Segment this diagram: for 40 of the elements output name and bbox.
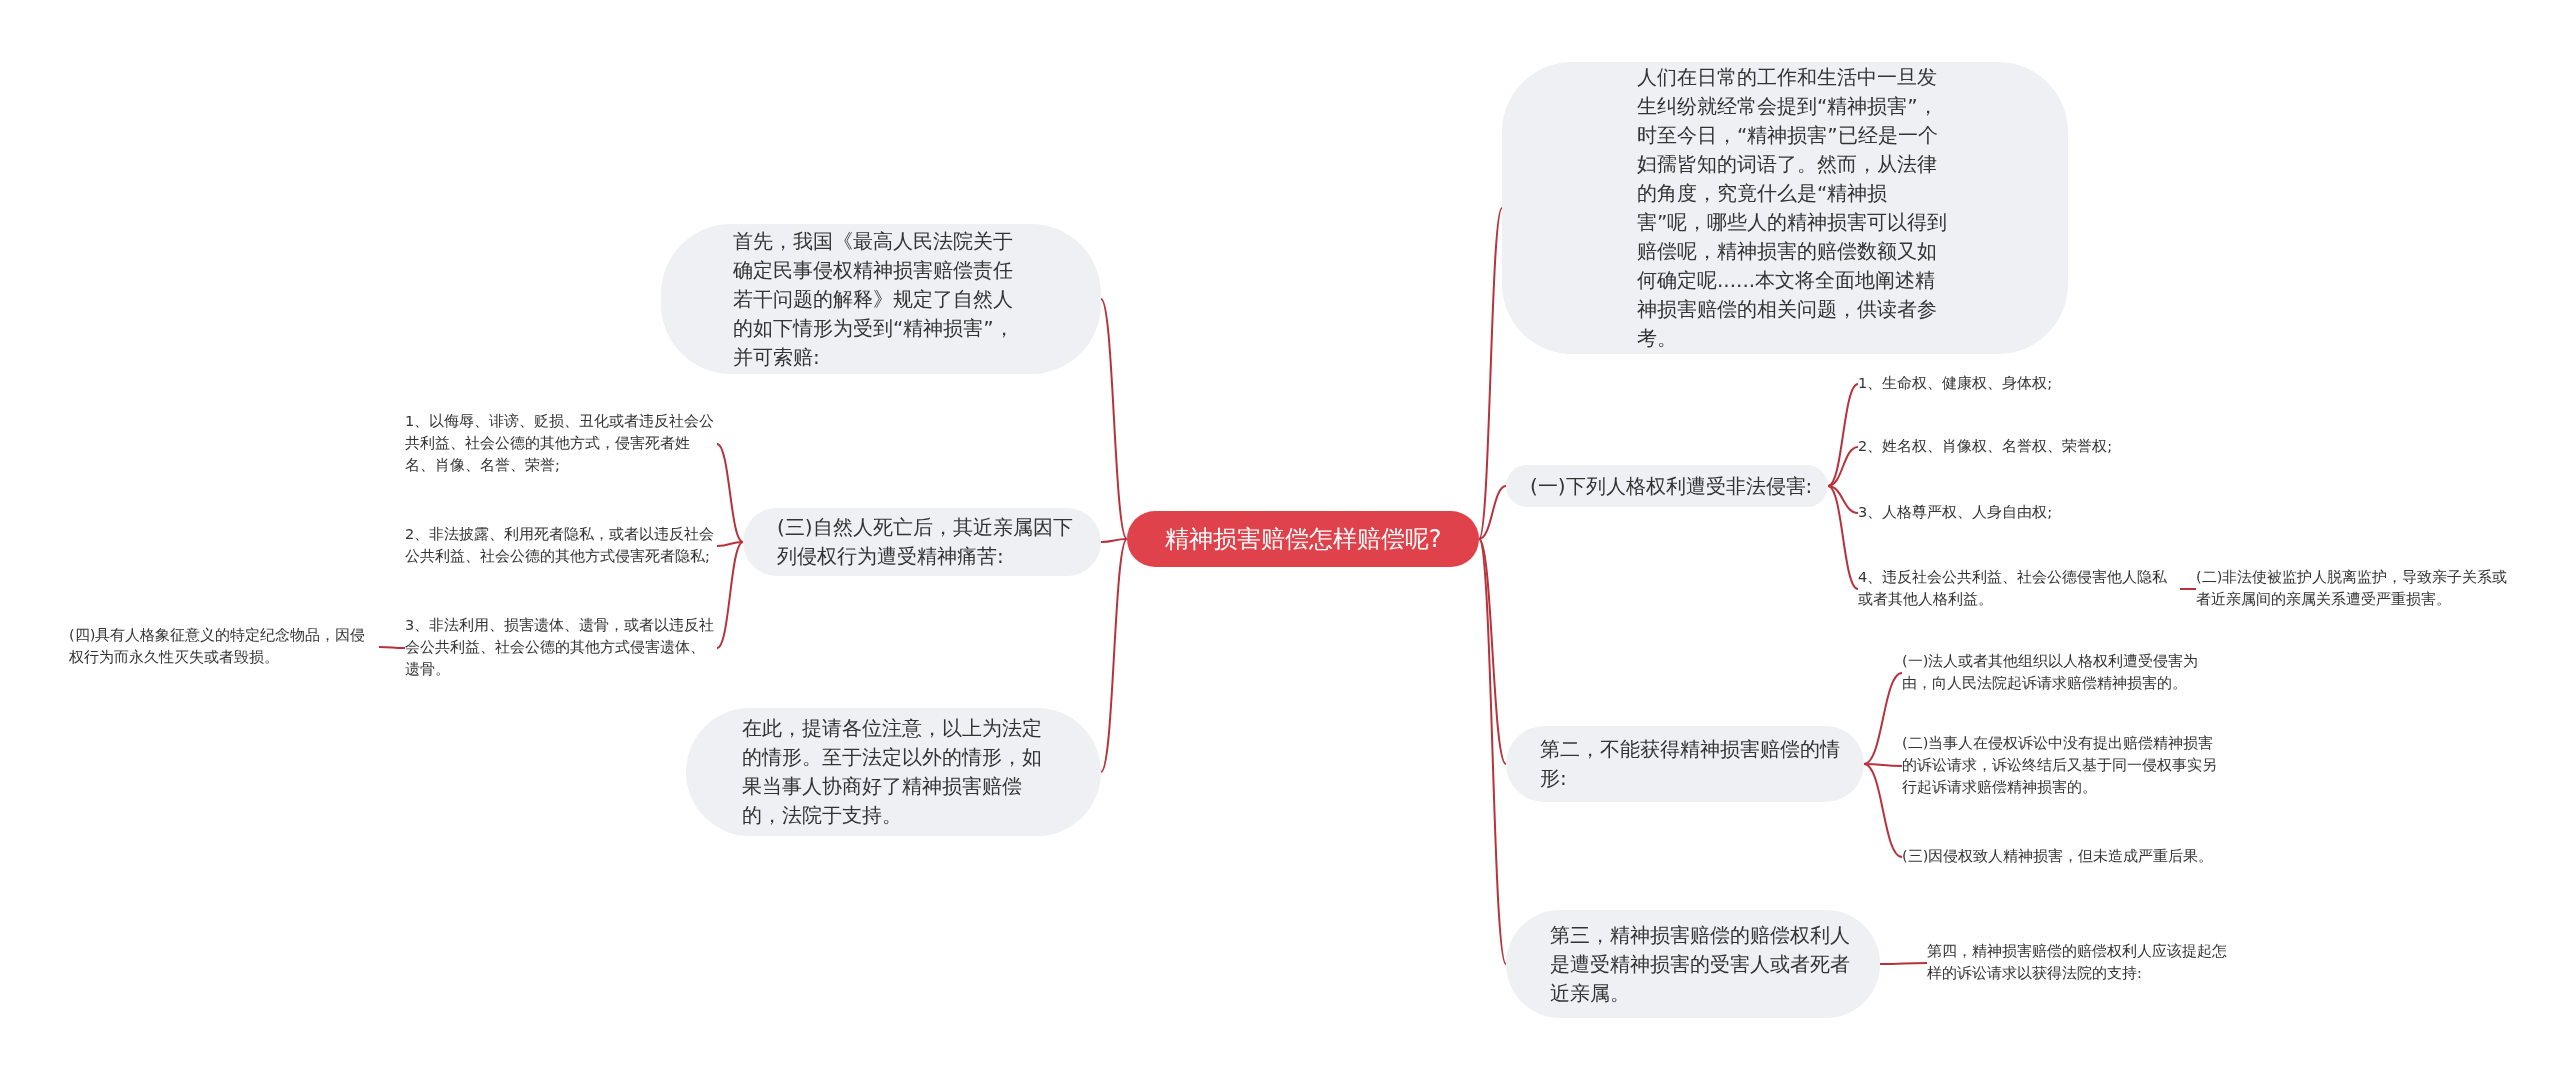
connector-line xyxy=(1863,672,1903,765)
connector-line xyxy=(716,541,744,547)
connector-line xyxy=(1879,962,1928,965)
connector-line xyxy=(1100,538,1128,773)
leaf-text: 第四，精神损害赔偿的赔偿权利人应该提起怎样的诉讼请求以获得法院的支持: xyxy=(1927,940,2237,986)
connector-line xyxy=(1827,383,1859,487)
connector-line xyxy=(1478,538,1507,965)
topic-pill: 人们在日常的工作和生活中一旦发生纠纷就经常会提到“精神损害”，时至今日，“精神损害”已经是一个妇孺皆知的词语了。然而，从法律的角度，究竟什么是“精神损害”呢，哪些人的精神损害可以得到赔偿呢，精神损害的赔偿数额又如何确定呢......本文将全面地阐述精神损害赔偿的相关问题，供读者参考。 xyxy=(1502,62,2068,354)
connector-line xyxy=(1100,298,1128,540)
leaf-text: (四)具有人格象征意义的特定纪念物品，因侵权行为而永久性灭失或者毁损。 xyxy=(69,624,379,670)
topic-pill: 第二，不能获得精神损害赔偿的情形: xyxy=(1506,726,1864,802)
connector-line xyxy=(716,443,744,543)
connector-line xyxy=(1863,763,1903,858)
connector-line xyxy=(716,541,744,649)
leaf-text: 2、姓名权、肖像权、名誉权、荣誉权; xyxy=(1858,432,2188,462)
topic-pill: 在此，提请各位注意，以上为法定的情形。至于法定以外的情形，如果当事人协商好了精神损害赔偿的，法院于支持。 xyxy=(686,708,1101,836)
connector-line xyxy=(1827,446,1859,487)
leaf-text: 1、以侮辱、诽谤、贬损、丑化或者违反社会公共利益、社会公德的其他方式，侵害死者姓名、肖像、名誉、荣誉; xyxy=(405,410,717,478)
connector-line xyxy=(1478,538,1507,765)
connector-line xyxy=(1827,485,1859,590)
leaf-text: 3、非法利用、损害遗体、遗骨，或者以违反社会公共利益、社会公德的其他方式侵害遗体、遗骨。 xyxy=(405,614,717,682)
connector-line xyxy=(1100,538,1128,543)
leaf-text: (一)法人或者其他组织以人格权利遭受侵害为由，向人民法院起诉请求赔偿精神损害的。 xyxy=(1902,650,2220,696)
topic-pill: (一)下列人格权利遭受非法侵害: xyxy=(1506,465,1828,507)
topic-pill: 首先，我国《最高人民法院关于确定民事侵权精神损害赔偿责任若干问题的解释》规定了自然人的如下情形为受到“精神损害”，并可索赔: xyxy=(661,224,1101,374)
connector-line xyxy=(378,646,406,649)
connector-line xyxy=(1478,485,1507,540)
connector-line xyxy=(2179,588,2197,590)
connector-line xyxy=(1478,207,1503,540)
leaf-text: (三)因侵权致人精神损害，但未造成严重后果。 xyxy=(1902,834,2220,880)
leaf-text: 4、违反社会公共利益、社会公德侵害他人隐私或者其他人格利益。 xyxy=(1858,566,2180,612)
topic-pill: 第三，精神损害赔偿的赔偿权利人是遭受精神损害的受害人或者死者近亲属。 xyxy=(1506,910,1880,1018)
leaf-text: 1、生命权、健康权、身体权; xyxy=(1858,369,2188,399)
central-topic: 精神损害赔偿怎样赔偿呢? xyxy=(1127,511,1479,567)
leaf-text: (二)当事人在侵权诉讼中没有提出赔偿精神损害的诉讼请求，诉讼终结后又基于同一侵权事实另行起诉请求赔偿精神损害的。 xyxy=(1902,732,2220,800)
leaf-text: 3、人格尊严权、人身自由权; xyxy=(1858,498,2188,528)
leaf-text: (二)非法使被监护人脱离监护，导致亲子关系或者近亲属间的亲属关系遭受严重损害。 xyxy=(2196,566,2516,612)
topic-pill: (三)自然人死亡后，其近亲属因下列侵权行为遭受精神痛苦: xyxy=(743,508,1101,576)
leaf-text: 2、非法披露、利用死者隐私，或者以违反社会公共利益、社会公德的其他方式侵害死者隐私; xyxy=(405,512,717,580)
connector-line xyxy=(1827,485,1859,514)
